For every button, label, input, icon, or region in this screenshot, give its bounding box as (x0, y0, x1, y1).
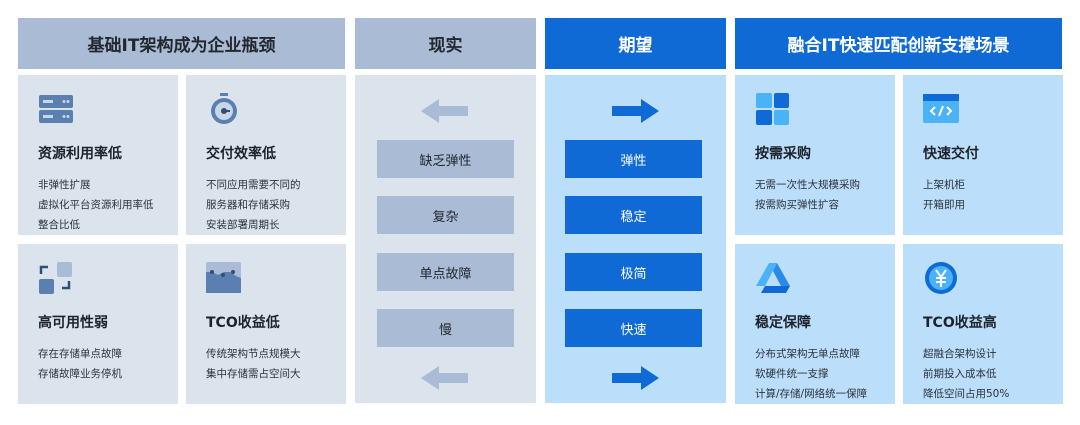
arrow-right-icon (612, 366, 659, 390)
problem-card: 高可用性弱 存在存储单点故障存储故障业务停机 (18, 244, 178, 404)
solution-line: 降低空间占用50% (923, 388, 1010, 400)
solution-title: TCO收益高 (923, 315, 997, 331)
problem-line: 集中存储需占空间大 (206, 368, 301, 380)
reality-column: 缺乏弹性 复杂 单点故障 慢 (355, 75, 536, 403)
chart-icon (206, 262, 241, 293)
solution-line: 前期投入成本低 (923, 368, 997, 380)
problem-line: 虚拟化平台资源利用率低 (38, 199, 154, 211)
header-reality: 现实 (355, 18, 536, 69)
expectation-item: 弹性 (565, 140, 702, 178)
problem-line: 整合比低 (38, 219, 80, 231)
problem-card: 交付效率低 不同应用需要不同的服务器和存储采购安装部署周期长 (186, 75, 346, 235)
solution-title: 按需采购 (755, 146, 811, 162)
solution-card: 快速交付 上架机柜开箱即用 (903, 75, 1063, 235)
grid-icon (756, 93, 789, 125)
yen-icon (925, 262, 957, 294)
code-window-icon (923, 94, 959, 123)
header-solution: 融合IT快速匹配创新支撑场景 (735, 18, 1062, 69)
expectation-column: 弹性 稳定 极简 快速 (545, 75, 726, 403)
problem-title: TCO收益低 (206, 315, 280, 331)
solution-line: 软硬件统一支撑 (755, 368, 829, 380)
problem-line: 非弹性扩展 (38, 179, 91, 191)
solution-card: 按需采购 无需一次性大规模采购按需购买弹性扩容 (735, 75, 895, 235)
solution-line: 按需购买弹性扩容 (755, 199, 839, 211)
problem-line: 安装部署周期长 (206, 219, 280, 231)
problem-line: 存在存储单点故障 (38, 348, 122, 360)
problem-line: 存储故障业务停机 (38, 368, 122, 380)
reality-item: 单点故障 (377, 253, 514, 291)
problem-title: 交付效率低 (206, 146, 276, 162)
problem-card: TCO收益低 传统架构节点规模大集中存储需占空间大 (186, 244, 346, 404)
problem-line: 服务器和存储采购 (206, 199, 290, 211)
header-expectation: 期望 (545, 18, 726, 69)
reality-item: 缺乏弹性 (377, 140, 514, 178)
problem-title: 高可用性弱 (38, 315, 108, 331)
triangle-icon (756, 263, 790, 293)
reality-item: 慢 (377, 309, 514, 347)
solution-line: 超融合架构设计 (923, 348, 997, 360)
server-icon (39, 95, 73, 123)
problem-title: 资源利用率低 (38, 146, 122, 162)
solution-line: 上架机柜 (923, 179, 965, 191)
stopwatch-icon (211, 93, 237, 124)
solution-line: 分布式架构无单点故障 (755, 348, 860, 360)
header-bottleneck: 基础IT架构成为企业瓶颈 (18, 18, 345, 69)
arrow-right-icon (612, 99, 659, 123)
expectation-item: 快速 (565, 309, 702, 347)
problem-line: 不同应用需要不同的 (206, 179, 301, 191)
switch-icon (39, 262, 72, 294)
solution-card: TCO收益高 超融合架构设计前期投入成本低降低空间占用50% (903, 244, 1063, 404)
solution-card: 稳定保障 分布式架构无单点故障软硬件统一支撑计算/存储/网络统一保障 (735, 244, 895, 404)
problem-line: 传统架构节点规模大 (206, 348, 301, 360)
solution-line: 无需一次性大规模采购 (755, 179, 860, 191)
expectation-item: 极简 (565, 253, 702, 291)
problem-card: 资源利用率低 非弹性扩展虚拟化平台资源利用率低整合比低 (18, 75, 178, 235)
solution-title: 稳定保障 (755, 315, 811, 331)
expectation-item: 稳定 (565, 196, 702, 234)
reality-item: 复杂 (377, 196, 514, 234)
solution-line: 开箱即用 (923, 199, 965, 211)
arrow-left-icon (421, 99, 468, 123)
solution-line: 计算/存储/网络统一保障 (755, 388, 868, 400)
arrow-left-icon (421, 366, 468, 390)
solution-title: 快速交付 (923, 146, 979, 162)
